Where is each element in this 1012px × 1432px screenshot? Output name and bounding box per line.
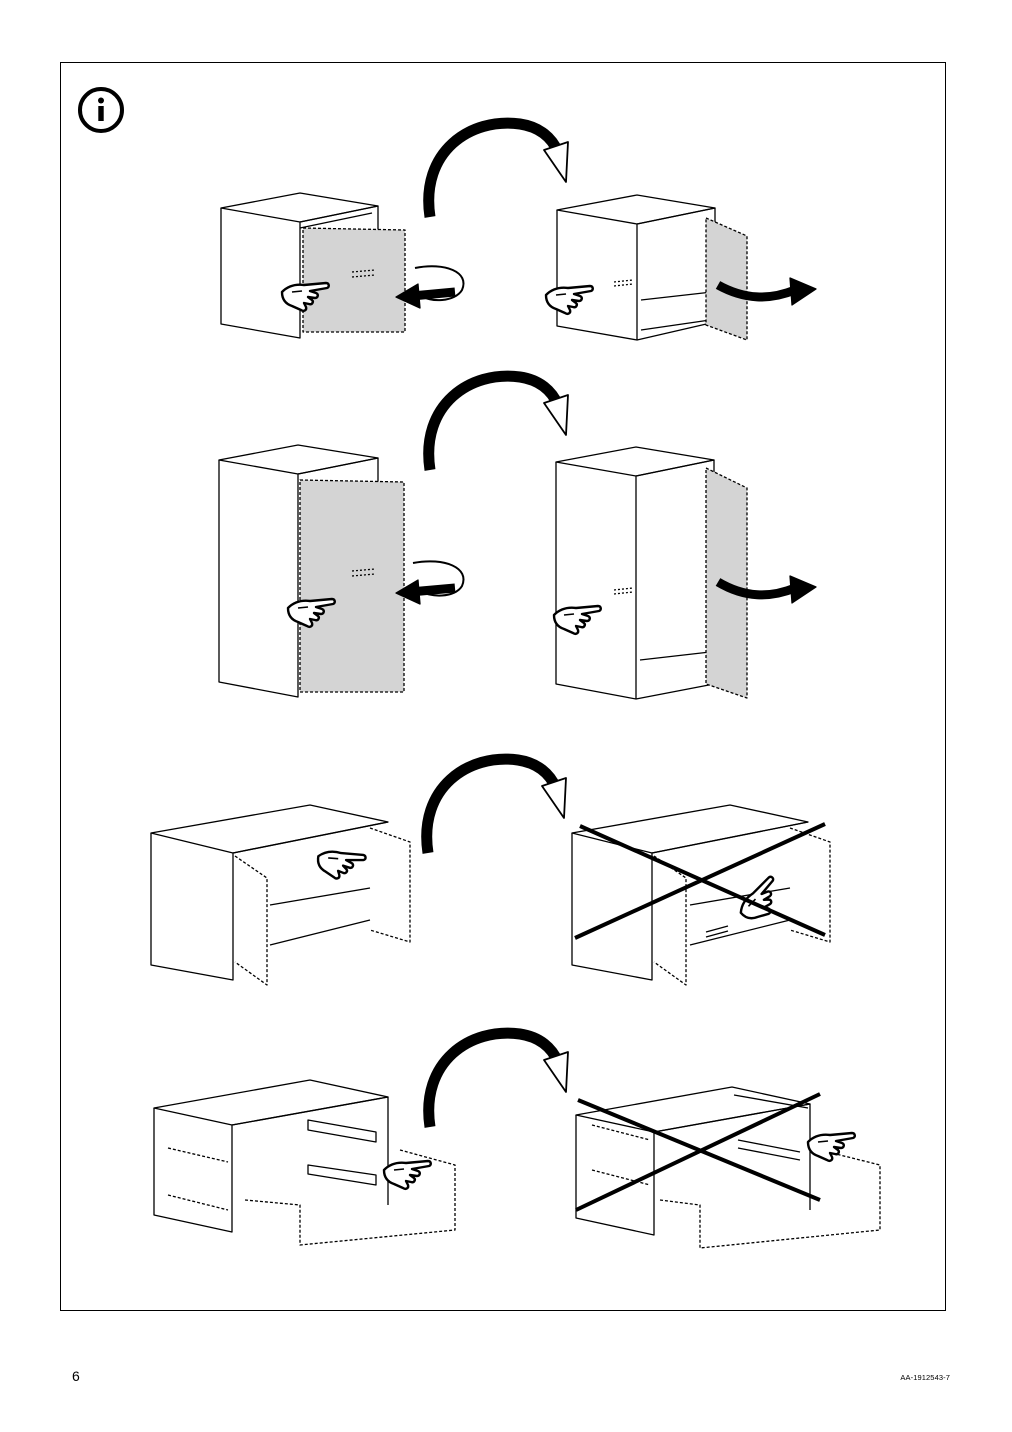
pointing-hand-icon [313,846,368,885]
curved-arrow-icon [429,376,568,470]
page-number: 6 [72,1368,80,1384]
cabinet-wide-two-doors-right-crossed [571,804,831,986]
curved-arrow-icon [429,123,568,217]
cabinet-tall-right [552,446,817,700]
document-code: AA-1912543-7 [900,1373,950,1382]
pointing-hand-icon [733,874,790,929]
curved-arrow-icon [427,759,566,853]
cabinet-wide-two-doors-left [150,804,411,986]
pointing-hand-icon [544,284,595,316]
cabinet-drawers-left [153,1079,456,1246]
cabinet-drawers-right-crossed [575,1086,881,1249]
cabinet-small-left [220,192,465,339]
pointing-hand-icon [552,604,603,636]
curved-arrow-icon [429,1033,568,1127]
pointing-hand-icon [382,1159,433,1191]
cabinet-tall-left [218,444,465,698]
info-circle-icon [78,87,124,133]
instruction-frame [60,62,946,1311]
cabinet-small-right [544,194,817,341]
